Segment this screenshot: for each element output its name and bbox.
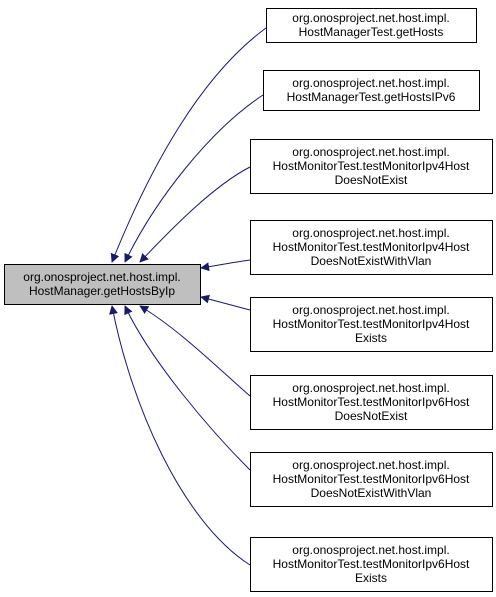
call-edge-3 — [139, 166, 251, 263]
caller-node-3-box[interactable] — [250, 139, 493, 194]
caller-node-2-label-line: org.onosproject.net.host.impl. — [292, 76, 449, 90]
caller-node-6-label-line: DoesNotExist — [335, 409, 408, 423]
caller-node-1[interactable]: org.onosproject.net.host.impl.HostManage… — [266, 8, 477, 43]
caller-node-5[interactable]: org.onosproject.net.host.impl.HostMonito… — [250, 297, 493, 352]
caller-node-6-box[interactable] — [250, 375, 493, 430]
call-edge-2 — [124, 94, 264, 263]
call-edge-4 — [200, 259, 251, 272]
caller-node-5-label-line: HostMonitorTest.testMonitorIpv4Host — [273, 317, 470, 331]
root-node-label-line: HostManager.getHostsByIp — [29, 284, 175, 298]
call-edge-5 — [200, 294, 251, 311]
caller-node-8-label-line: HostMonitorTest.testMonitorIpv6Host — [273, 557, 470, 571]
caller-node-8-label-line: Exists — [355, 571, 387, 585]
call-edge-8 — [109, 305, 251, 566]
caller-node-2[interactable]: org.onosproject.net.host.impl.HostManage… — [263, 70, 480, 111]
caller-node-8[interactable]: org.onosproject.net.host.impl.HostMonito… — [250, 537, 493, 592]
edges — [109, 27, 267, 566]
nodes: org.onosproject.net.host.impl.HostManage… — [4, 8, 493, 592]
caller-node-6-label-line: HostMonitorTest.testMonitorIpv6Host — [273, 395, 470, 409]
caller-node-1-box[interactable] — [266, 8, 477, 43]
caller-node-7[interactable]: org.onosproject.net.host.impl.HostMonito… — [250, 452, 493, 507]
caller-node-7-label-line: DoesNotExistWithVlan — [311, 486, 432, 500]
caller-node-3-label-line: HostMonitorTest.testMonitorIpv4Host — [273, 159, 470, 173]
caller-node-2-box[interactable] — [263, 70, 480, 111]
caller-node-7-label-line: HostMonitorTest.testMonitorIpv6Host — [273, 472, 470, 486]
root-node[interactable]: org.onosproject.net.host.impl.HostManage… — [4, 264, 201, 305]
caller-node-2-label-line: HostManagerTest.getHostsIPv6 — [287, 90, 456, 104]
caller-node-6[interactable]: org.onosproject.net.host.impl.HostMonito… — [250, 375, 493, 430]
caller-node-4-label-line: HostMonitorTest.testMonitorIpv4Host — [273, 240, 470, 254]
caller-node-7-box[interactable] — [250, 452, 493, 507]
caller-node-3-label-line: DoesNotExist — [335, 173, 408, 187]
caller-node-8-box[interactable] — [250, 537, 493, 592]
call-edge-1 — [110, 27, 267, 263]
call-edge-6 — [139, 305, 251, 397]
caller-node-4-box[interactable] — [250, 220, 493, 275]
caller-node-6-label-line: org.onosproject.net.host.impl. — [292, 381, 449, 395]
caller-node-5-label-line: org.onosproject.net.host.impl. — [292, 303, 449, 317]
caller-node-1-label-line: org.onosproject.net.host.impl. — [292, 11, 449, 25]
root-node-label-line: org.onosproject.net.host.impl. — [23, 270, 180, 284]
call-edge-7 — [124, 305, 251, 471]
caller-node-4-label-line: org.onosproject.net.host.impl. — [292, 226, 449, 240]
caller-node-4-label-line: DoesNotExistWithVlan — [311, 254, 432, 268]
caller-node-8-label-line: org.onosproject.net.host.impl. — [292, 543, 449, 557]
caller-node-3-label-line: org.onosproject.net.host.impl. — [292, 145, 449, 159]
caller-node-5-label-line: Exists — [355, 331, 387, 345]
caller-node-1-label-line: HostManagerTest.getHosts — [299, 25, 444, 39]
caller-node-3[interactable]: org.onosproject.net.host.impl.HostMonito… — [250, 139, 493, 194]
caller-node-7-label-line: org.onosproject.net.host.impl. — [292, 458, 449, 472]
root-node-box[interactable] — [4, 264, 201, 305]
caller-node-5-box[interactable] — [250, 297, 493, 352]
caller-node-4[interactable]: org.onosproject.net.host.impl.HostMonito… — [250, 220, 493, 275]
